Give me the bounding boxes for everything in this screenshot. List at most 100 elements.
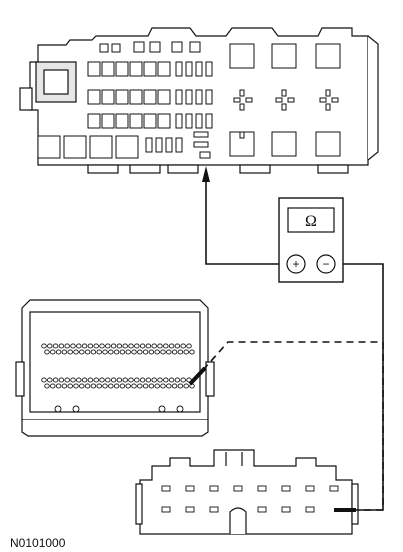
connector-pin xyxy=(61,349,68,355)
connector-pin xyxy=(44,383,50,389)
connector-pin xyxy=(73,349,79,355)
connector-pin xyxy=(64,343,70,349)
connector-pin xyxy=(186,343,192,349)
connector-pin xyxy=(180,377,186,383)
harness-connector xyxy=(135,449,359,535)
connector-pin xyxy=(148,349,155,355)
connector-pin xyxy=(55,349,62,355)
connector-pin xyxy=(87,343,94,349)
connector-pin xyxy=(139,377,146,383)
module-probe-lead xyxy=(202,341,383,371)
module-connector xyxy=(15,299,215,437)
connector-pin xyxy=(122,377,128,383)
connector-pin xyxy=(41,377,47,383)
connector-pin xyxy=(119,349,126,355)
connector-pin xyxy=(93,343,99,349)
connector-pin xyxy=(160,349,166,355)
connector-pin xyxy=(116,377,123,383)
connector-pin xyxy=(139,343,146,349)
connector-pin xyxy=(163,377,169,383)
connector-pin xyxy=(47,377,53,383)
connector-pin xyxy=(84,383,91,389)
connector-pin xyxy=(154,349,160,355)
connector-pin xyxy=(52,377,59,383)
connector-pin xyxy=(108,349,114,355)
connector-pin xyxy=(183,383,189,389)
fuse-array xyxy=(37,41,341,159)
connector-pin xyxy=(131,349,137,355)
connector-pin xyxy=(84,349,91,355)
connector-pin xyxy=(145,343,152,349)
connector-pin xyxy=(151,343,157,349)
module-connector-pins xyxy=(41,343,195,413)
connector-pin xyxy=(189,349,195,355)
harness-probe-lead xyxy=(356,342,384,511)
connector-pin xyxy=(110,377,117,383)
positive-terminal-symbol: + xyxy=(292,257,299,271)
connector-pin xyxy=(171,349,178,355)
mounting-hole xyxy=(176,405,184,413)
connector-pin xyxy=(131,383,137,389)
connector-pin xyxy=(166,383,172,389)
connector-pin xyxy=(79,349,85,355)
connector-pin xyxy=(177,349,184,355)
connector-pin xyxy=(58,377,65,383)
connector-pin xyxy=(148,383,155,389)
module-probe xyxy=(188,366,207,386)
connector-pin xyxy=(55,383,62,389)
connector-pin xyxy=(128,377,134,383)
connector-pin xyxy=(52,343,59,349)
ohm-symbol: Ω xyxy=(305,213,317,230)
connector-pin xyxy=(41,343,47,349)
connector-pin xyxy=(67,383,73,389)
connector-pin xyxy=(73,383,79,389)
connector-pin xyxy=(137,383,143,389)
connector-pin xyxy=(122,343,128,349)
connector-pin xyxy=(119,383,126,389)
connector-pin xyxy=(102,383,108,389)
connector-pin xyxy=(70,343,76,349)
connector-pin xyxy=(61,383,68,389)
connector-pin xyxy=(47,343,53,349)
connector-pin xyxy=(79,383,85,389)
connector-pin xyxy=(113,383,120,389)
connector-pin xyxy=(142,383,149,389)
figure-reference-id: N0101000 xyxy=(10,536,66,550)
connector-pin xyxy=(154,383,160,389)
connector-pin xyxy=(93,377,99,383)
connector-pin xyxy=(105,343,111,349)
connector-pin xyxy=(157,377,163,383)
connector-pin xyxy=(157,343,163,349)
connector-pin xyxy=(44,349,50,355)
connector-pin xyxy=(67,349,73,355)
harness-connector-pins xyxy=(161,485,339,513)
connector-pin xyxy=(58,343,65,349)
connector-pin xyxy=(96,383,102,389)
connector-pin xyxy=(168,343,175,349)
ohmmeter xyxy=(278,197,344,283)
connector-pin xyxy=(99,377,105,383)
connector-pin xyxy=(174,377,181,383)
connector-pin xyxy=(81,377,88,383)
connector-pin xyxy=(50,383,56,389)
connector-pin xyxy=(134,343,140,349)
connector-pin xyxy=(166,349,172,355)
connector-pin xyxy=(180,343,186,349)
connector-pin xyxy=(151,377,157,383)
connector-pin xyxy=(102,349,108,355)
connector-pin xyxy=(50,349,56,355)
connector-pin xyxy=(160,383,166,389)
connector-pin xyxy=(113,349,120,355)
connector-pin xyxy=(108,383,114,389)
connector-pin xyxy=(99,343,105,349)
negative-terminal-symbol: − xyxy=(322,257,329,271)
connector-pin xyxy=(96,349,102,355)
connector-pin xyxy=(64,377,70,383)
connector-pin xyxy=(137,349,143,355)
connector-pin xyxy=(90,383,97,389)
connector-pin xyxy=(128,343,134,349)
connector-pin xyxy=(174,343,181,349)
connector-pin xyxy=(177,383,184,389)
connector-pin xyxy=(171,383,178,389)
